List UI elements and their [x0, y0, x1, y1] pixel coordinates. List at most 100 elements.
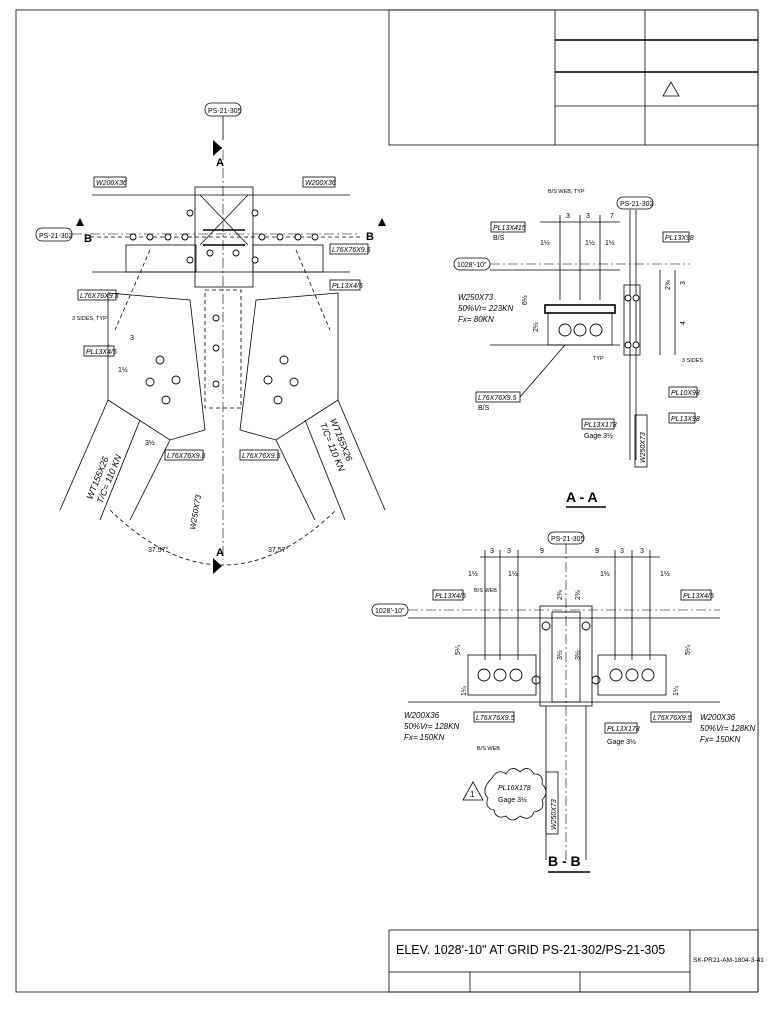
- svg-text:1½: 1½: [118, 366, 128, 374]
- angle-arc: [109, 509, 337, 566]
- svg-text:3: 3: [507, 548, 511, 555]
- svg-text:PS-21-305: PS-21-305: [551, 536, 585, 543]
- label-aa-fx: Fx= 80KN: [458, 315, 494, 324]
- svg-text:9: 9: [540, 548, 544, 555]
- label-bb-angle-right: L76X76X9.5: [653, 715, 692, 722]
- label-bb-column: W250X73: [551, 799, 558, 830]
- svg-text:3: 3: [586, 213, 590, 220]
- gusset-plate-left: [107, 292, 206, 441]
- label-bb-fx-right: Fx= 150KN: [700, 735, 740, 744]
- label-angle-bottom-left: L76X76X9.5: [167, 453, 206, 460]
- label-bb-vr-left: 50%Vr= 128KN: [404, 722, 459, 731]
- svg-text:3½: 3½: [145, 439, 155, 447]
- label-bb-beam-right: W200X36: [700, 713, 736, 722]
- label-aa-pl-right-top: PL13X98: [665, 235, 694, 242]
- label-aa-beam: W250X73: [458, 293, 494, 302]
- svg-text:Gage 3½: Gage 3½: [584, 432, 613, 440]
- label-beam-right: W200X36: [305, 180, 336, 187]
- svg-text:6½: 6½: [521, 295, 529, 305]
- svg-text:3: 3: [640, 548, 644, 555]
- svg-text:A: A: [216, 547, 224, 559]
- svg-text:3: 3: [620, 548, 624, 555]
- label-bb-fx-left: Fx= 150KN: [404, 733, 444, 742]
- svg-text:A: A: [216, 157, 224, 169]
- section-b-b: PS-21-305 1028'-10" 3 3 9 9 3 3 1½: [371, 531, 755, 873]
- svg-text:4: 4: [680, 321, 687, 325]
- svg-text:B/S WEB: B/S WEB: [474, 588, 497, 594]
- svg-text:B/S WEB, TYP: B/S WEB, TYP: [548, 189, 585, 195]
- svg-text:37.57°: 37.57°: [148, 546, 169, 554]
- label-aa-pl-gage: PL13X178: [584, 422, 617, 429]
- elevation-view: PS-21-305 A A W200X36 W200X36 PS-21-302 …: [35, 102, 386, 574]
- svg-text:B/S: B/S: [478, 405, 490, 412]
- bolt-group-left-brace: [145, 355, 181, 405]
- section-b-arrow-left-icon: [76, 218, 84, 226]
- svg-text:1½: 1½: [660, 570, 670, 578]
- label-angle-left: L76X76X9.5: [80, 293, 119, 300]
- label-bb-beam-left: W200X36: [404, 711, 440, 720]
- svg-text:1½: 1½: [540, 239, 550, 247]
- svg-text:3½: 3½: [574, 650, 582, 660]
- bolt-group-right-brace: [263, 355, 299, 405]
- svg-text:5¼: 5¼: [685, 645, 692, 655]
- grid-tag-ps-21-302-aa: [616, 196, 654, 210]
- svg-text:B: B: [366, 231, 374, 243]
- svg-text:1½: 1½: [468, 570, 478, 578]
- svg-text:1: 1: [470, 790, 475, 799]
- svg-text:B: B: [84, 233, 92, 245]
- svg-text:2½: 2½: [532, 322, 540, 332]
- svg-text:3: 3: [490, 548, 494, 555]
- label-angle-bottom-right: L76X76X9.5: [242, 453, 281, 460]
- drawing-title: ELEV. 1028'-10" AT GRID PS-21-302/PS-21-…: [396, 943, 665, 957]
- svg-text:1½: 1½: [585, 239, 595, 247]
- svg-text:PS-21-302: PS-21-302: [620, 201, 654, 208]
- svg-text:Gage 3½: Gage 3½: [607, 738, 636, 746]
- label-bb-angle-left: L76X76X9.5: [476, 715, 515, 722]
- drawing-number: SK-PR21-AM-1804-3-41: [693, 957, 764, 964]
- revision-cloud: [484, 768, 547, 821]
- revision-triangle-marker-icon: [462, 781, 484, 801]
- svg-text:3½: 3½: [556, 650, 564, 660]
- section-b-arrow-right-icon: [378, 218, 386, 226]
- label-plate-right: PL13X4/5: [332, 283, 363, 290]
- label-aa-pl-r2: PL13X98: [671, 416, 700, 423]
- svg-text:PS-21-305: PS-21-305: [208, 108, 242, 115]
- label-aa-pl-r1: PL10X98: [671, 390, 700, 397]
- title-block: ELEV. 1028'-10" AT GRID PS-21-302/PS-21-…: [388, 929, 764, 993]
- section-bb-caption: B - B: [548, 853, 581, 869]
- svg-text:1¼: 1¼: [461, 686, 468, 696]
- revision-block: [388, 9, 759, 146]
- svg-text:2⅜: 2⅜: [557, 590, 564, 600]
- label-bb-pl-gage: PL13X178: [607, 726, 640, 733]
- svg-text:3: 3: [566, 213, 570, 220]
- svg-text:9: 9: [595, 548, 599, 555]
- svg-text:1¼: 1¼: [673, 686, 680, 696]
- label-weld-note: 3 SIDES, TYP: [72, 316, 107, 322]
- label-bb-pl-left: PL13X4/5: [435, 593, 466, 600]
- grid-tag-ps-21-302: [35, 227, 73, 242]
- label-aa-column: W250X73: [640, 432, 647, 463]
- sheet-border: [15, 9, 759, 993]
- svg-text:3: 3: [680, 281, 687, 285]
- revision-triangle-icon: [662, 81, 680, 97]
- svg-text:5¼: 5¼: [455, 645, 462, 655]
- svg-text:2⅜: 2⅜: [575, 590, 582, 600]
- section-aa-caption: A - A: [566, 489, 598, 505]
- svg-text:PS-21-302: PS-21-302: [39, 233, 73, 240]
- label-bb-pl-cloud: PL16X178: [498, 785, 531, 792]
- svg-text:Gage 3½: Gage 3½: [498, 796, 527, 804]
- label-aa-pl-top: PL13X415: [493, 225, 526, 232]
- svg-text:1½: 1½: [600, 570, 610, 578]
- section-a-a: PS-21-302 B/S WEB, TYP 1028'-10" 3 3 7 1…: [453, 189, 703, 508]
- svg-text:1½: 1½: [508, 570, 518, 578]
- svg-text:37.57°: 37.57°: [268, 546, 289, 554]
- svg-text:3 SIDES: 3 SIDES: [682, 358, 703, 364]
- label-plate-left: PL13X4/5: [86, 349, 117, 356]
- section-a-arrow-bottom-icon: [213, 558, 222, 574]
- svg-text:3: 3: [130, 335, 134, 342]
- gusset-plate-right: [239, 292, 339, 441]
- label-bb-vr-right: 50%Vr= 128KN: [700, 724, 755, 733]
- label-aa-vr: 50%Vr= 223KN: [458, 304, 513, 313]
- column-section: [194, 186, 254, 288]
